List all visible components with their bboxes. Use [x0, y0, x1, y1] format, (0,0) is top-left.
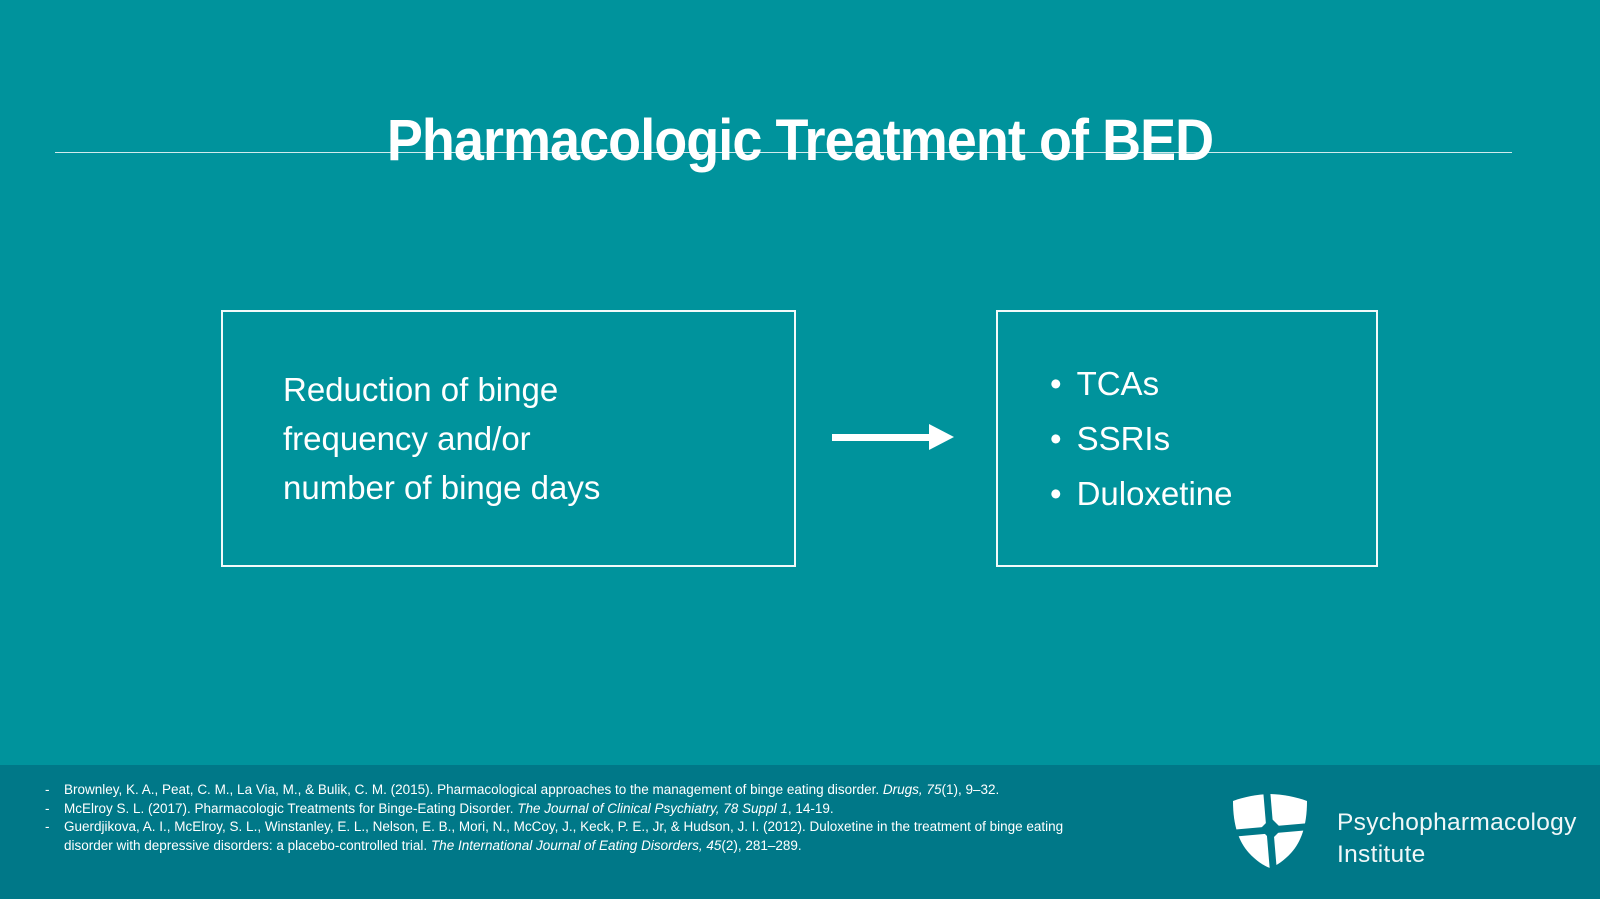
reference-marker: - [45, 819, 50, 835]
right-treatments-box: TCAsSSRIsDuloxetine [996, 310, 1378, 567]
reference-list: -Brownley, K. A., Peat, C. M., La Via, M… [45, 781, 1093, 855]
reference-marker: - [45, 782, 50, 797]
treatment-bullet-list: TCAsSSRIsDuloxetine [998, 356, 1233, 521]
institute-name-line2: Institute [1337, 841, 1426, 868]
institute-name: Psychopharmacology Institute [1337, 807, 1577, 871]
left-box-line: number of binge days [283, 469, 601, 506]
left-box-line: Reduction of binge [283, 371, 559, 408]
footer-band: -Brownley, K. A., Peat, C. M., La Via, M… [0, 765, 1600, 899]
treatment-bullet-item: SSRIs [1050, 411, 1233, 466]
reference-item: -Guerdjikova, A. I., McElroy, S. L., Win… [45, 818, 1093, 855]
left-concept-box: Reduction of binge frequency and/or number… [221, 310, 796, 567]
shield-cross-icon [1230, 792, 1310, 870]
slide-title: Pharmacologic Treatment of BED [386, 107, 1214, 173]
institute-logo: Psychopharmacology Institute [0, 765, 1600, 899]
reference-item: -Brownley, K. A., Peat, C. M., La Via, M… [45, 781, 1093, 800]
treatment-bullet-item: Duloxetine [1050, 466, 1233, 521]
left-box-line: frequency and/or [283, 420, 531, 457]
right-arrow-head-icon [929, 424, 954, 450]
reference-text: Brownley, K. A., Peat, C. M., La Via, M.… [64, 782, 1000, 797]
title-divider [55, 152, 1512, 153]
reference-text: Guerdjikova, A. I., McElroy, S. L., Wins… [64, 819, 1064, 853]
institute-name-line1: Psychopharmacology [1337, 809, 1577, 836]
reference-marker: - [45, 800, 50, 816]
treatment-bullet-item: TCAs [1050, 356, 1233, 411]
right-arrow-icon [832, 434, 929, 441]
reference-text: McElroy S. L. (2017). Pharmacologic Trea… [64, 800, 834, 816]
left-box-text: Reduction of binge frequency and/or number… [223, 365, 600, 512]
reference-item: -McElroy S. L. (2017). Pharmacologic Tre… [45, 800, 1093, 819]
